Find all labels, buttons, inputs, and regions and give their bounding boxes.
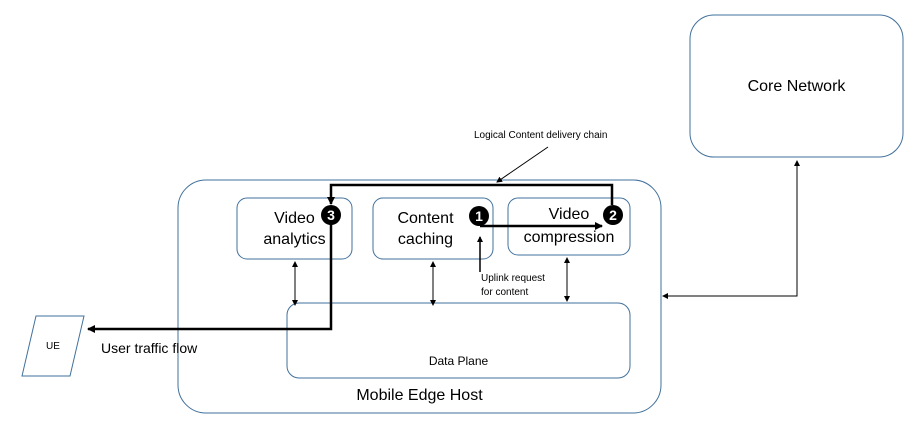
data-plane-label: Data Plane	[428, 354, 489, 368]
ue-label: UE	[46, 341, 60, 352]
step-2-badge: 2	[603, 205, 623, 225]
video-compression-label-line2: compression	[523, 229, 615, 246]
data-plane-box	[286, 302, 631, 379]
content-caching-label-line1: Content	[397, 210, 454, 227]
compression-to-analytics-path	[327, 183, 614, 205]
video-analytics-label-line1: Video	[274, 210, 315, 227]
edge-core-connector	[662, 160, 800, 299]
content-caching-label-line2: caching	[397, 231, 454, 248]
logical-chain-pointer	[496, 146, 549, 183]
uplink-request-label-line2: for content	[481, 287, 529, 298]
uplink-request-label-line1: Uplink request	[481, 273, 545, 284]
content-caching-box	[372, 197, 494, 260]
step-1-badge: 1	[469, 206, 489, 226]
core-network-label: Core Network	[747, 78, 846, 95]
ue-shape	[21, 315, 85, 377]
mobile-edge-host-label: Mobile Edge Host	[356, 387, 483, 404]
core-network-box	[689, 14, 904, 158]
analytics-to-ue-path	[87, 224, 333, 333]
video-compression-label-line1: Video	[548, 206, 590, 223]
video-analytics-label-line2: analytics	[263, 231, 326, 248]
logical-chain-label: Logical Content delivery chain	[474, 130, 608, 141]
user-traffic-label: User traffic flow	[101, 340, 198, 356]
step-3-badge: 3	[321, 205, 341, 225]
